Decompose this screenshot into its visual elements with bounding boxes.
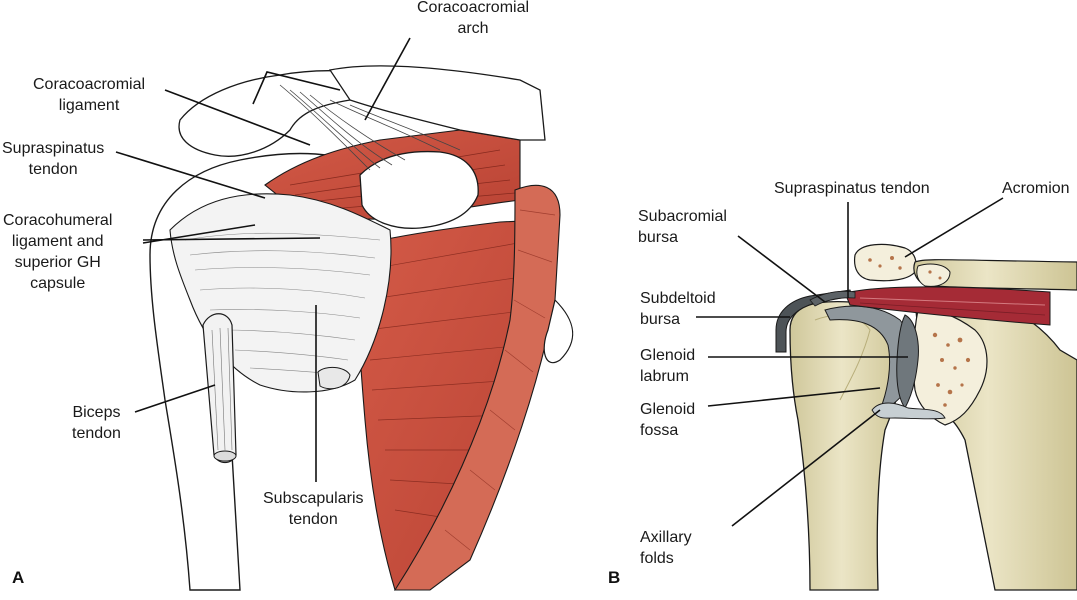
- label-supraspinatus-tendon-a: Supraspinatus tendon: [2, 138, 104, 180]
- label-glenoid-labrum: Glenoid labrum: [640, 345, 695, 387]
- label-coracoacromial-arch-line2: arch: [457, 20, 489, 37]
- label-glenoid-labrum-line2: labrum: [640, 368, 689, 385]
- panel-letter-b: B: [608, 568, 621, 587]
- label-coracoacromial-ligament-line1: Coracoacromial: [33, 76, 146, 93]
- label-subacromial-bursa-line2: bursa: [638, 229, 679, 246]
- label-subscapularis-tendon-line2: tendon: [288, 511, 338, 528]
- subscapularis-tendon-nub: [317, 367, 351, 390]
- label-coracoacromial-arch: Coracoacromial arch: [417, 0, 529, 39]
- panel-a-illustration: [149, 65, 574, 591]
- label-biceps-tendon-line1: Biceps: [72, 404, 121, 421]
- label-coracoacromial-ligament: Coracoacromial ligament: [33, 74, 145, 116]
- clavicle-bone: [328, 65, 546, 141]
- label-glenoid-fossa-line1: Glenoid: [640, 401, 696, 418]
- label-axillary-folds-line2: folds: [640, 550, 674, 567]
- clavicle-joint-block: [916, 263, 951, 287]
- label-biceps-tendon-line2: tendon: [72, 425, 121, 442]
- label-axillary-folds-line1: Axillary: [640, 529, 692, 546]
- axillary-fold-shape: [871, 402, 946, 420]
- scapular-fibers: [444, 209, 556, 551]
- label-supraspinatus-tendon-a-line2: tendon: [28, 161, 78, 178]
- label-glenoid-fossa: Glenoid fossa: [640, 399, 695, 441]
- supraspinatus-fiber-b2: [859, 302, 1046, 316]
- label-subscapularis-tendon: Subscapularis tendon: [263, 488, 364, 530]
- label-subscapularis-tendon-line1: Subscapularis: [263, 490, 364, 507]
- coracoid-process: [359, 150, 479, 229]
- label-subdeltoid-bursa-line1: Subdeltoid: [640, 290, 716, 307]
- label-supraspinatus-tendon-b: Supraspinatus tendon: [774, 180, 930, 197]
- label-coracohumeral-line2: ligament and: [11, 233, 104, 250]
- label-coracoacromial-arch-line1: Coracoacromial: [417, 0, 530, 16]
- label-coracohumeral-ligament: Coracohumeral ligament and superior GH c…: [3, 210, 112, 294]
- supraspinatus-fiber-b: [859, 297, 1046, 306]
- label-biceps-tendon: Biceps tendon: [72, 402, 121, 444]
- panel-letter-a: A: [12, 568, 25, 587]
- capsule-fibers: [184, 232, 381, 376]
- coracoacromial-ligament-fibers: [279, 84, 461, 171]
- scapular-muscle-strip: [393, 184, 561, 591]
- label-subacromial-bursa-line1: Subacromial: [638, 208, 727, 225]
- label-supraspinatus-tendon-a-line1: Supraspinatus: [2, 140, 105, 157]
- label-axillary-folds: Axillary folds: [640, 527, 692, 569]
- biceps-tendon-fibers: [211, 327, 233, 451]
- label-glenoid-labrum-line1: Glenoid: [640, 347, 696, 364]
- subacromial-bursa-tip: [809, 290, 856, 307]
- label-subacromial-bursa: Subacromial bursa: [638, 206, 727, 248]
- biceps-tendon-end: [213, 450, 237, 462]
- panel-a-leader-lines: [115, 37, 411, 482]
- panel-b-illustration: [775, 243, 1077, 591]
- scapula-marrow: [932, 332, 971, 407]
- label-coracoacromial-ligament-line2: ligament: [58, 97, 120, 114]
- acromion-marrow: [868, 256, 942, 280]
- label-subdeltoid-bursa: Subdeltoid bursa: [640, 288, 716, 330]
- humeral-cartilage: [824, 305, 913, 411]
- scapula-outline: [543, 298, 574, 364]
- label-subdeltoid-bursa-line2: bursa: [640, 311, 681, 328]
- label-coracohumeral-line1: Coracohumeral: [3, 212, 113, 229]
- panel-b-leader-lines: [696, 197, 1004, 527]
- supraspinatus-muscle-b: [844, 286, 1051, 326]
- label-coracohumeral-line3: superior GH: [14, 254, 101, 271]
- label-coracohumeral-line4: capsule: [30, 275, 86, 292]
- label-acromion: Acromion: [1002, 180, 1070, 197]
- acromion-bone: [178, 70, 382, 157]
- label-glenoid-fossa-line2: fossa: [640, 422, 679, 439]
- acromion-shape: [853, 243, 917, 282]
